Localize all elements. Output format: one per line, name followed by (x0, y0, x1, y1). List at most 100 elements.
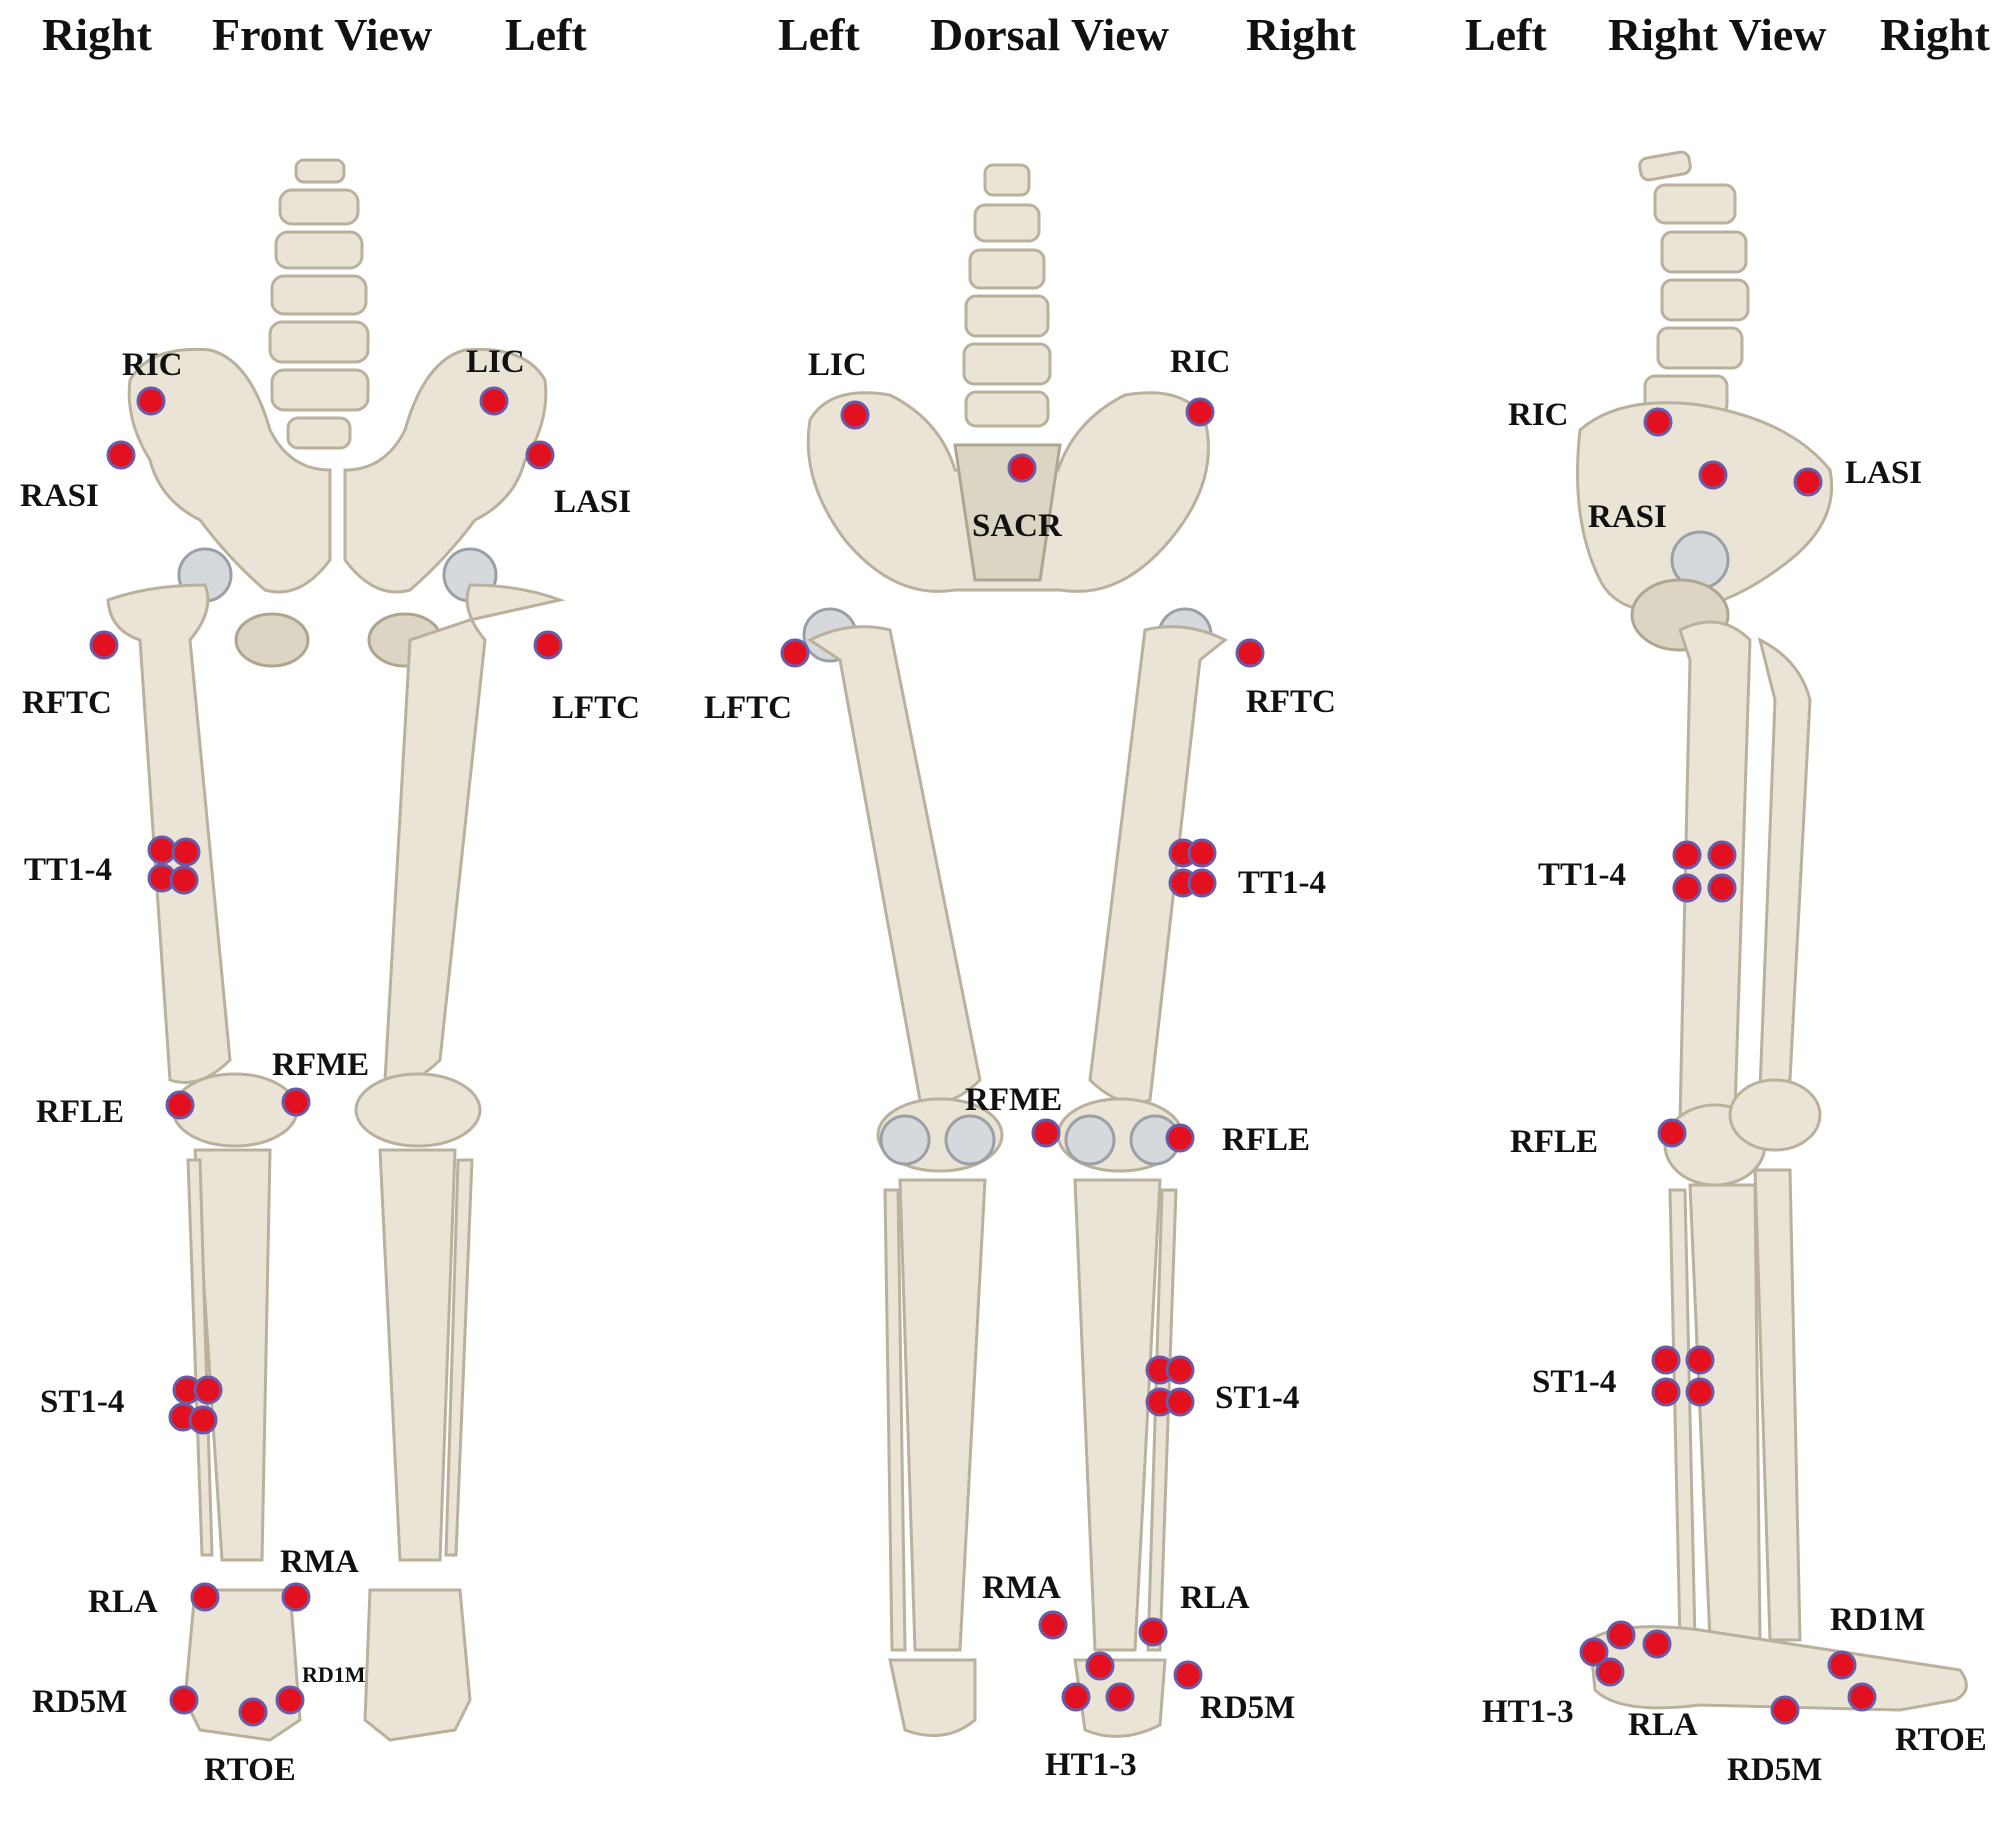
front-marker-TT4 (169, 865, 199, 895)
front-marker-RFLE (165, 1090, 195, 1120)
front-marker-RD1M (275, 1685, 305, 1715)
dorsal-marker-RFME (1031, 1118, 1061, 1148)
right-marker-ST2 (1685, 1345, 1715, 1375)
front-marker-LIC (479, 386, 509, 416)
right-marker-RD1M (1827, 1650, 1857, 1680)
dorsal-marker-HT3 (1105, 1682, 1135, 1712)
right-marker-RD5M (1770, 1695, 1800, 1725)
dorsal-marker-HT1 (1085, 1651, 1115, 1681)
front-marker-RASI (106, 440, 136, 470)
dorsal-marker-RD5M (1173, 1660, 1203, 1690)
dorsal-label-RFME: RFME (965, 1082, 1062, 1118)
front-marker-TT2 (171, 837, 201, 867)
right-marker-RFLE (1657, 1118, 1687, 1148)
dorsal-label-LIC: LIC (808, 347, 867, 383)
front-label-LIC: LIC (466, 344, 525, 380)
dorsal-label-RFLE: RFLE (1222, 1122, 1310, 1158)
dorsal-label-LFTC: LFTC (704, 690, 792, 726)
dorsal-marker-ST2 (1165, 1355, 1195, 1385)
dorsal-marker-SACR (1007, 453, 1037, 483)
right-label-TT1-4: TT1-4 (1538, 857, 1626, 893)
dorsal-label-RD5M: RD5M (1200, 1690, 1295, 1726)
right-label-RIC: RIC (1508, 397, 1569, 433)
right-label-RASI: RASI (1588, 499, 1667, 535)
dorsal-marker-HT2 (1061, 1682, 1091, 1712)
dorsal-marker-TT2 (1187, 838, 1217, 868)
front-marker-RD5M (169, 1685, 199, 1715)
front-marker-RMA (281, 1582, 311, 1612)
front-label-RD1M: RD1M (302, 1662, 366, 1687)
right-label-HT1-3: HT1-3 (1482, 1694, 1574, 1730)
right-markers (1579, 407, 1877, 1725)
right-marker-ST4 (1685, 1377, 1715, 1407)
right-marker-TT1 (1672, 840, 1702, 870)
front-label-LASI: LASI (554, 484, 631, 520)
dorsal-marker-RFTC (1235, 638, 1265, 668)
front-marker-ST2 (193, 1375, 223, 1405)
front-label-RD5M: RD5M (32, 1684, 127, 1720)
front-marker-LFTC (533, 630, 563, 660)
front-marker-RFTC (89, 630, 119, 660)
dorsal-label-ST1-4: ST1-4 (1215, 1380, 1299, 1416)
dorsal-label-HT1-3: HT1-3 (1045, 1747, 1137, 1783)
front-label-RASI: RASI (20, 478, 99, 514)
right-view-header: Left Right View Right (1465, 9, 1991, 60)
right-marker-TT3 (1672, 873, 1702, 903)
front-labels: RIC LIC RASI LASI RFTC LFTC TT1-4 RFME R… (20, 344, 640, 1788)
front-label-RIC: RIC (122, 347, 183, 383)
right-marker-HT1 (1579, 1637, 1609, 1667)
dorsal-markers (780, 397, 1265, 1712)
front-marker-RFME (281, 1087, 311, 1117)
dorsal-marker-TT4 (1187, 868, 1217, 898)
dorsal-label-SACR: SACR (972, 508, 1063, 544)
dorsal-marker-LFTC (780, 638, 810, 668)
front-label-RLA: RLA (88, 1584, 158, 1620)
dorsal-side-right-label: Right (1246, 9, 1357, 60)
dorsal-label-RMA: RMA (982, 1570, 1061, 1606)
front-marker-RTOE (238, 1697, 268, 1727)
front-label-RMA: RMA (280, 1544, 359, 1580)
dorsal-marker-RFLE (1165, 1123, 1195, 1153)
right-marker-RTOE (1847, 1682, 1877, 1712)
right-side-right-label: Right (1880, 9, 1991, 60)
right-marker-HT2 (1606, 1620, 1636, 1650)
right-label-ST1-4: ST1-4 (1532, 1364, 1616, 1400)
right-marker-ST3 (1651, 1377, 1681, 1407)
dorsal-skeleton-illustration (802, 163, 1228, 1738)
front-label-TT1-4: TT1-4 (24, 852, 112, 888)
dorsal-side-left-label: Left (778, 9, 860, 60)
right-view-title: Right View (1608, 9, 1827, 60)
front-markers (89, 386, 563, 1727)
front-label-RFME: RFME (272, 1047, 369, 1083)
front-label-RFLE: RFLE (36, 1094, 124, 1130)
right-label-RD1M: RD1M (1830, 1602, 1925, 1638)
dorsal-marker-ST4 (1165, 1387, 1195, 1417)
dorsal-view-title: Dorsal View (930, 9, 1169, 60)
front-marker-RLA (190, 1582, 220, 1612)
front-side-right-label: Left (505, 9, 587, 60)
right-marker-HT3 (1595, 1657, 1625, 1687)
dorsal-view-header: Left Dorsal View Right (778, 9, 1357, 60)
right-marker-RLA (1642, 1629, 1672, 1659)
right-marker-ST1 (1651, 1345, 1681, 1375)
front-marker-RIC (136, 386, 166, 416)
front-label-RTOE: RTOE (204, 1752, 296, 1788)
right-label-RD5M: RD5M (1727, 1752, 1822, 1788)
right-labels: RIC RASI LASI TT1-4 RFLE ST1-4 RD1M HT1-… (1482, 397, 1987, 1788)
dorsal-label-RIC: RIC (1170, 344, 1231, 380)
right-skeleton-illustration (1576, 150, 1968, 1712)
right-marker-RIC (1643, 407, 1673, 437)
dorsal-marker-RMA (1038, 1610, 1068, 1640)
dorsal-label-RLA: RLA (1180, 1580, 1250, 1616)
front-marker-LASI (525, 440, 555, 470)
right-marker-RASI (1698, 460, 1728, 490)
front-marker-TT1 (147, 835, 177, 865)
right-side-left-label: Left (1465, 9, 1547, 60)
right-label-RLA: RLA (1628, 1707, 1698, 1743)
right-marker-LASI (1793, 467, 1823, 497)
front-view-header: Right Front View Left (42, 9, 587, 60)
front-view-title: Front View (212, 9, 432, 60)
front-label-RFTC: RFTC (22, 685, 112, 721)
front-label-ST1-4: ST1-4 (40, 1384, 124, 1420)
dorsal-marker-LIC (840, 400, 870, 430)
